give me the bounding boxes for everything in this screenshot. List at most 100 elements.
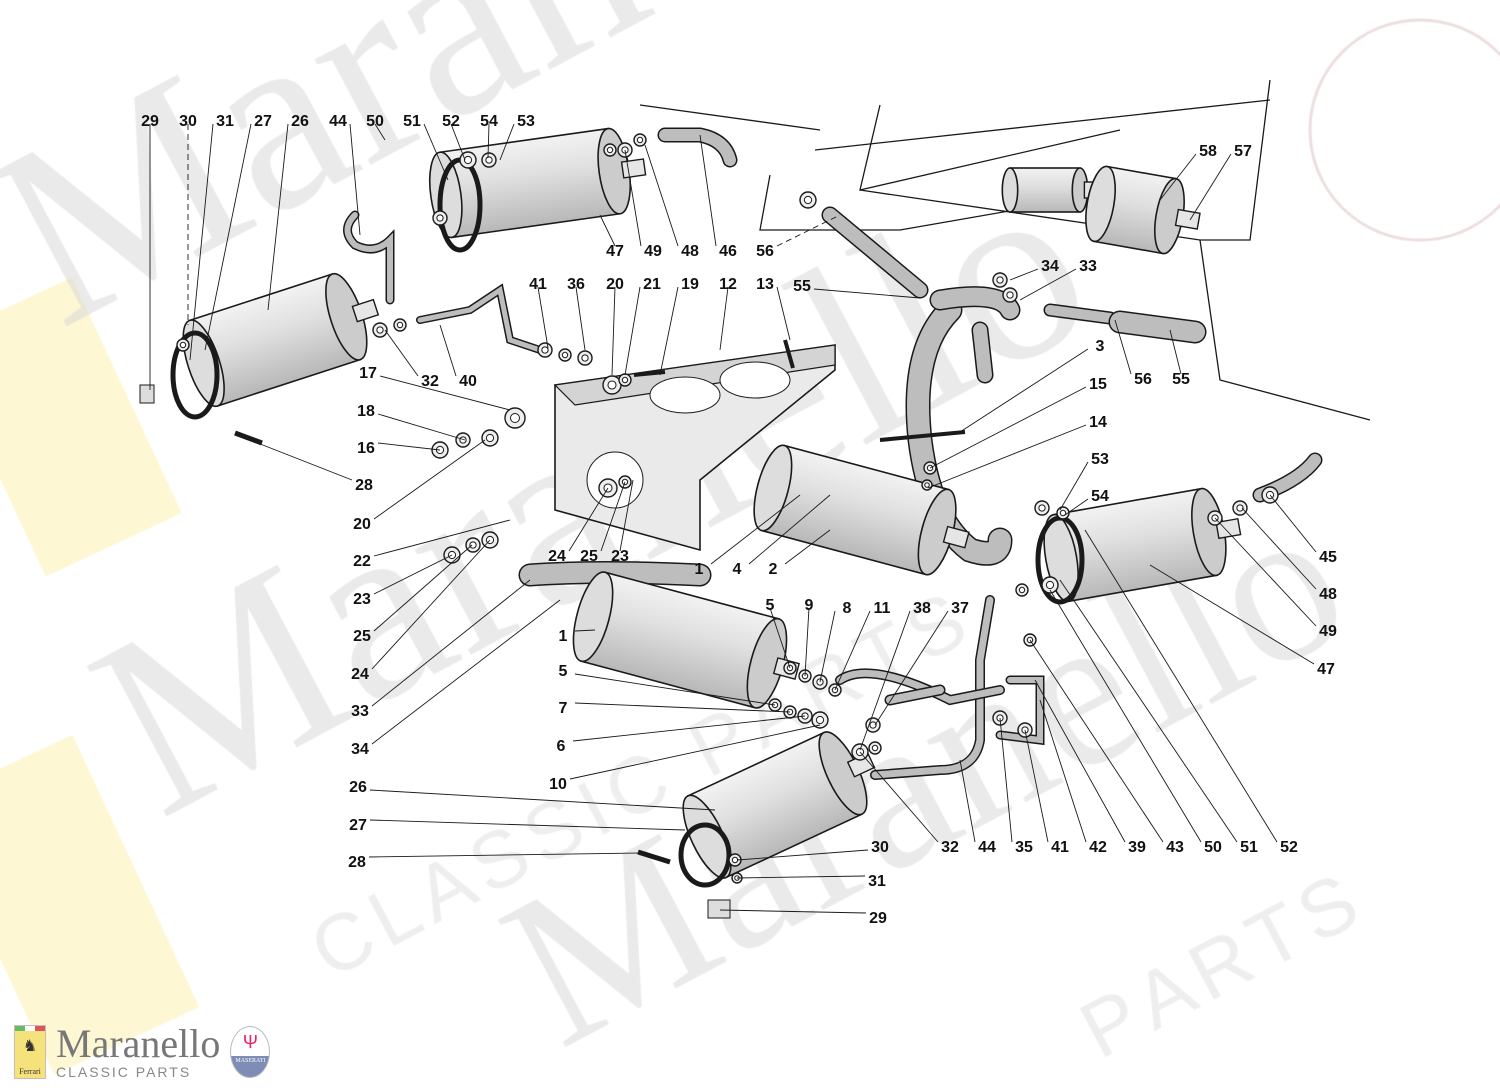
brand-tagline: CLASSIC PARTS [56, 1064, 192, 1080]
callout-number: 14 [1089, 414, 1107, 431]
leader-line [736, 849, 869, 861]
leader-line [487, 123, 490, 159]
bolt [633, 370, 666, 377]
leader-line [1049, 589, 1202, 843]
callout-number: 25 [353, 628, 371, 645]
callout-number: 7 [559, 700, 568, 717]
callout-number: 49 [1319, 623, 1337, 640]
leader-line [834, 610, 871, 691]
callout-number: 8 [843, 600, 852, 617]
leader-line [575, 286, 586, 351]
engine-bay-outline [639, 104, 821, 131]
leader-line [859, 610, 911, 751]
callout-number: 41 [1051, 839, 1069, 856]
callout-number: 44 [978, 839, 996, 856]
callout-number: 31 [216, 113, 234, 130]
callout-number: 32 [421, 373, 439, 390]
leader-line [624, 286, 641, 376]
bolt [783, 339, 795, 369]
callout-number: 3 [1096, 338, 1105, 355]
leader-line [1009, 268, 1039, 281]
callout-number: 21 [643, 276, 661, 293]
leader-line [374, 123, 386, 141]
callout-number: 37 [951, 600, 969, 617]
leader-line [377, 442, 441, 451]
callout-number: 51 [1240, 839, 1258, 856]
callout-number: 11 [874, 600, 891, 617]
callout-number: 32 [941, 839, 959, 856]
callout-number: 33 [1079, 258, 1097, 275]
callout-number: 53 [1091, 451, 1109, 468]
callout-number: 6 [557, 738, 566, 755]
leader-line [249, 439, 353, 481]
clip [139, 384, 155, 404]
leader-line [204, 123, 252, 351]
leader-line [1114, 319, 1132, 375]
callout-number: 41 [529, 276, 547, 293]
brand-name: Maranello [56, 1021, 221, 1066]
callout-number: 10 [549, 776, 567, 793]
leader-line [769, 607, 791, 669]
leader-line [736, 875, 866, 879]
leader-line [1169, 329, 1182, 375]
callout-number: 1 [559, 628, 568, 645]
callout-number: 20 [606, 276, 624, 293]
prancing-horse-icon: ♞ [22, 1038, 38, 1055]
callout-number: 50 [366, 113, 384, 130]
leader-line [373, 544, 473, 632]
callout-number: 53 [517, 113, 535, 130]
callout-number: 48 [1319, 586, 1337, 603]
leader-line [267, 123, 289, 311]
callout-number: 34 [351, 741, 369, 758]
callout-number: 28 [348, 854, 366, 871]
callout-number: 18 [357, 403, 375, 420]
brand-logo: ♞ Ferrari Maranello CLASSIC PARTS Ψ MASE… [14, 1021, 271, 1080]
callout-number: 29 [141, 113, 159, 130]
leader-line [371, 539, 491, 670]
callout-number: 55 [793, 278, 811, 295]
callout-number: 54 [1091, 488, 1109, 505]
leader-line [569, 724, 821, 780]
leader-line [1059, 461, 1089, 511]
leader-line [371, 579, 531, 707]
pump-clamp [170, 330, 220, 420]
callout-number: 44 [329, 113, 347, 130]
leader-line [599, 214, 616, 247]
leader-line [699, 134, 717, 247]
callout-number: 45 [1319, 549, 1337, 566]
callout-number: 23 [611, 548, 629, 565]
trident-icon: Ψ [242, 1032, 258, 1052]
fuel-pump-left [182, 272, 380, 408]
callout-number: 31 [868, 873, 886, 890]
callout-number: 36 [567, 276, 585, 293]
callout-number: 56 [1134, 371, 1152, 388]
leader-line [450, 123, 466, 161]
bolt [234, 430, 263, 446]
leader-line [600, 481, 626, 552]
fuel-pump-lower [572, 571, 800, 709]
callout-number: 23 [353, 591, 371, 608]
bolt [637, 849, 671, 865]
leader-line [499, 123, 515, 161]
leader-line [1064, 498, 1089, 516]
leader-line [611, 286, 616, 376]
leader-line [719, 909, 867, 914]
callout-number: 20 [353, 516, 371, 533]
leader-line [819, 610, 836, 683]
callout-number: 49 [644, 243, 662, 260]
leader-line [1159, 153, 1197, 201]
leader-line [1241, 507, 1317, 590]
engine-bay-outline [1200, 79, 1271, 241]
leader-line [1059, 579, 1238, 843]
callout-number: 35 [1015, 839, 1033, 856]
callout-number: 40 [459, 373, 477, 390]
leader-line [1214, 517, 1317, 627]
callout-number: 2 [769, 561, 778, 578]
callout-number: 52 [1280, 839, 1298, 856]
leader-line [1269, 494, 1317, 553]
callout-number: 55 [1172, 371, 1190, 388]
